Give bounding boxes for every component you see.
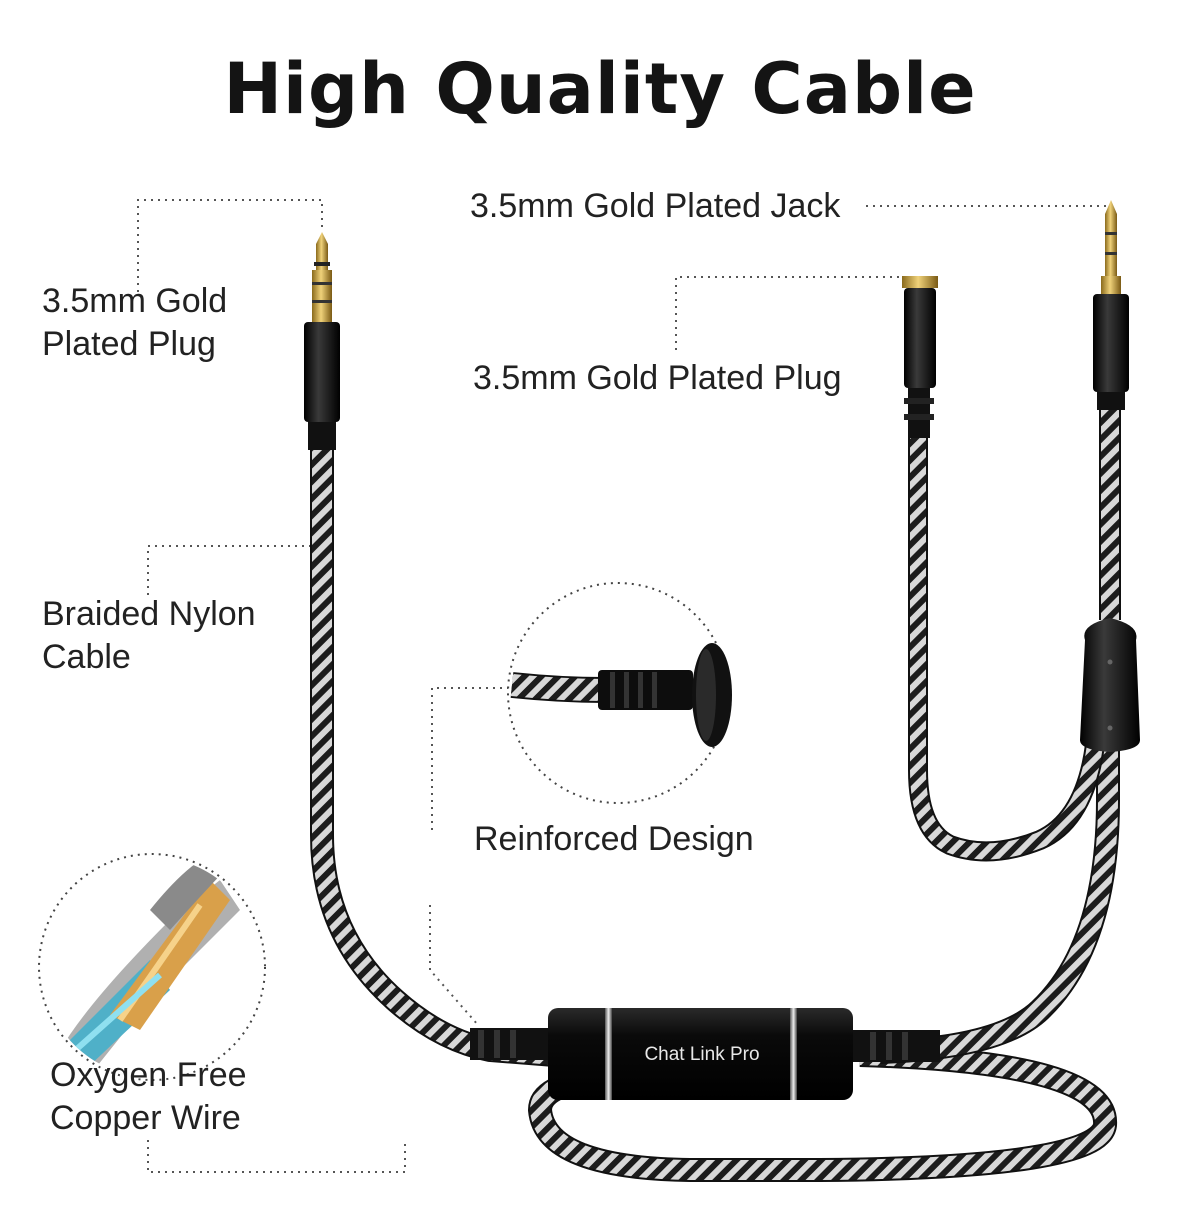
cable-loop <box>527 1043 1118 1182</box>
label-right-jack-line1: 3.5mm Gold Plated Jack <box>470 187 841 225</box>
label-reinforced-line1: Reinforced Design <box>474 820 754 858</box>
leader-lines <box>137 199 1111 1173</box>
chat-link-pro-box: Chat Link Pro <box>470 1008 940 1100</box>
label-right-plug-line1: 3.5mm Gold Plated Plug <box>473 359 842 397</box>
label-braided-cable: Braided Nylon Cable <box>42 593 256 679</box>
label-reinforced-design: Reinforced Design <box>474 818 754 861</box>
box-brand-text: Chat Link Pro <box>644 1044 759 1065</box>
page-title: High Quality Cable <box>223 48 977 130</box>
label-copper-wire: Oxygen Free Copper Wire <box>50 1054 247 1140</box>
y-splitter <box>1080 618 1140 752</box>
label-copper-line1: Oxygen Free <box>50 1056 247 1094</box>
right-braided-cable <box>879 400 1121 1064</box>
label-braided-line1: Braided Nylon <box>42 595 256 633</box>
copper-wire-zoom-circle <box>38 853 266 1081</box>
label-right-jack: 3.5mm Gold Plated Jack <box>470 185 840 228</box>
female-jack-connector <box>902 276 938 438</box>
left-braided-cable <box>310 433 567 1067</box>
left-plug <box>304 232 340 450</box>
label-left-plug: 3.5mm Gold Plated Plug <box>42 280 227 366</box>
label-copper-line2: Copper Wire <box>50 1099 241 1137</box>
reinforced-zoom-circle <box>507 582 732 804</box>
label-left-plug-line1: 3.5mm Gold <box>42 282 228 320</box>
right-jack-plug <box>1093 200 1129 410</box>
label-left-plug-line2: Plated Plug <box>42 325 216 363</box>
label-braided-line2: Cable <box>42 638 131 676</box>
label-right-plug: 3.5mm Gold Plated Plug <box>473 357 842 400</box>
